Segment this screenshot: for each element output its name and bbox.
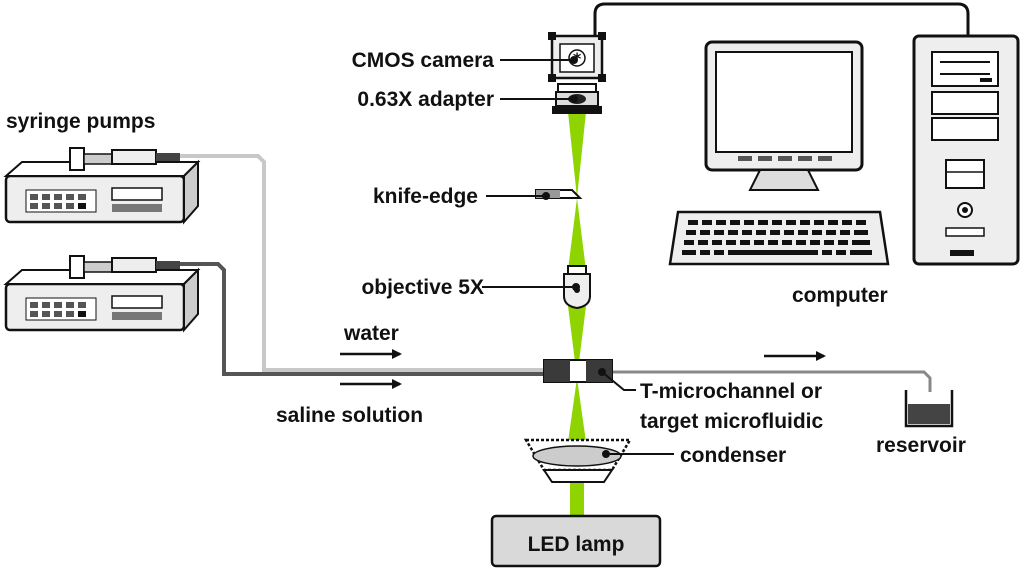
light-beam: [568, 112, 586, 516]
label-saline: saline solution: [276, 404, 423, 427]
tube-saline: [180, 262, 546, 376]
label-adapter: 0.63X adapter: [357, 88, 494, 111]
label-reservoir: reservoir: [876, 434, 966, 457]
condenser-icon: [523, 438, 633, 483]
reservoir-icon: [904, 390, 954, 428]
label-cmos-camera: CMOS camera: [352, 49, 495, 72]
label-water: water: [343, 322, 399, 345]
monitor-icon: [704, 40, 864, 191]
label-microchannel-line2: target microfluidic: [640, 410, 824, 433]
led-lamp: [490, 514, 662, 568]
label-objective: objective 5X: [361, 276, 484, 299]
leader-lines: [482, 56, 674, 458]
label-led-lamp: LED lamp: [528, 533, 625, 556]
label-computer: computer: [792, 284, 888, 307]
syringe-pump-2: [3, 255, 201, 333]
cmos-camera-icon: *: [548, 32, 606, 82]
label-condenser: condenser: [680, 444, 786, 467]
tube-outlet: [610, 370, 932, 392]
label-knife-edge: knife-edge: [373, 185, 478, 208]
label-syringe-pumps: syringe pumps: [6, 110, 155, 133]
camera-cable: [593, 2, 970, 40]
keyboard-icon: [668, 210, 890, 266]
label-microchannel-line1: T-microchannel or: [640, 380, 822, 403]
tube-water: [180, 154, 546, 372]
computer-tower-icon: [912, 34, 1020, 266]
syringe-pump-1: [3, 147, 201, 225]
